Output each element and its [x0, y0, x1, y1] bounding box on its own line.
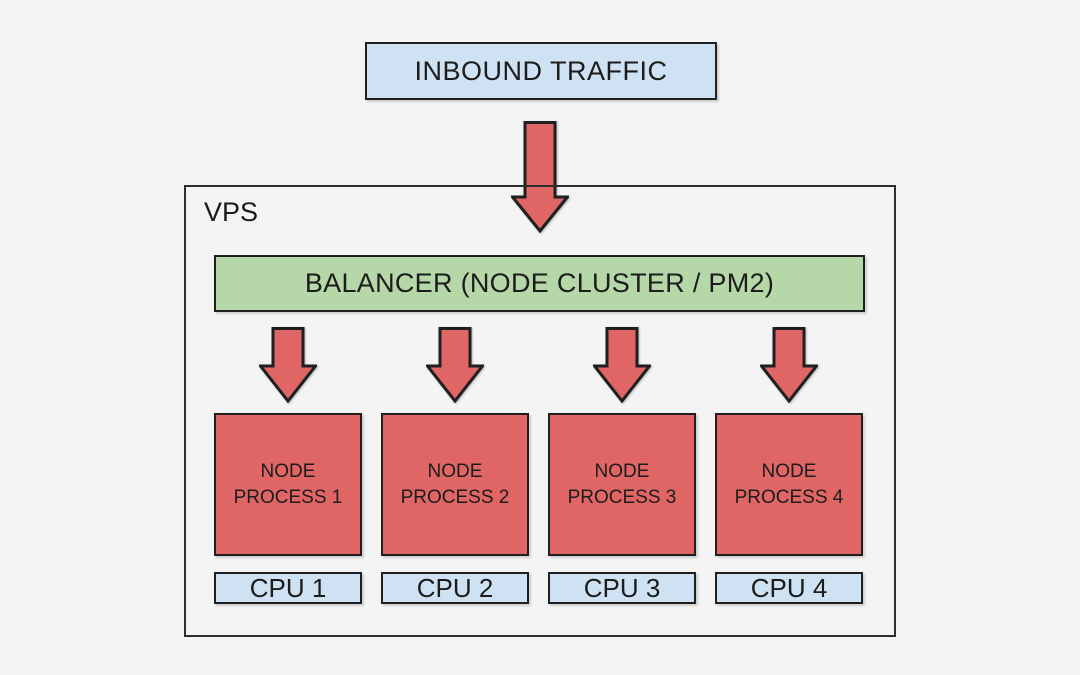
node-process-label: NODE PROCESS 3 [567, 460, 677, 508]
down-arrow-icon [259, 327, 317, 403]
inbound-traffic-label: INBOUND TRAFFIC [414, 55, 668, 86]
node-process-box: NODE PROCESS 2 [381, 413, 529, 556]
node-process-label: NODE PROCESS 4 [734, 460, 844, 508]
cpu-label: CPU 4 [750, 572, 828, 603]
down-arrow-icon [593, 327, 651, 403]
cpu-box: CPU 1 [214, 572, 362, 604]
down-arrow-icon [426, 327, 484, 403]
node-process-label: NODE PROCESS 2 [400, 460, 510, 508]
cpu-label: CPU 1 [249, 572, 327, 603]
cpu-box: CPU 3 [548, 572, 696, 604]
balancer-box: BALANCER (NODE CLUSTER / PM2) [214, 255, 865, 312]
node-process-box: NODE PROCESS 1 [214, 413, 362, 556]
balancer-label: BALANCER (NODE CLUSTER / PM2) [304, 268, 775, 298]
cpu-label: CPU 3 [583, 572, 661, 603]
down-arrow-icon [511, 121, 569, 233]
node-process-box: NODE PROCESS 4 [715, 413, 863, 556]
cpu-box: CPU 2 [381, 572, 529, 604]
cpu-box: CPU 4 [715, 572, 863, 604]
vps-label: VPS [204, 197, 259, 227]
down-arrow-icon [760, 327, 818, 403]
inbound-traffic-box: INBOUND TRAFFIC [365, 42, 717, 100]
vps-container: VPS [184, 185, 896, 637]
node-process-label: NODE PROCESS 1 [233, 460, 343, 508]
cpu-label: CPU 2 [416, 572, 494, 603]
node-process-box: NODE PROCESS 3 [548, 413, 696, 556]
